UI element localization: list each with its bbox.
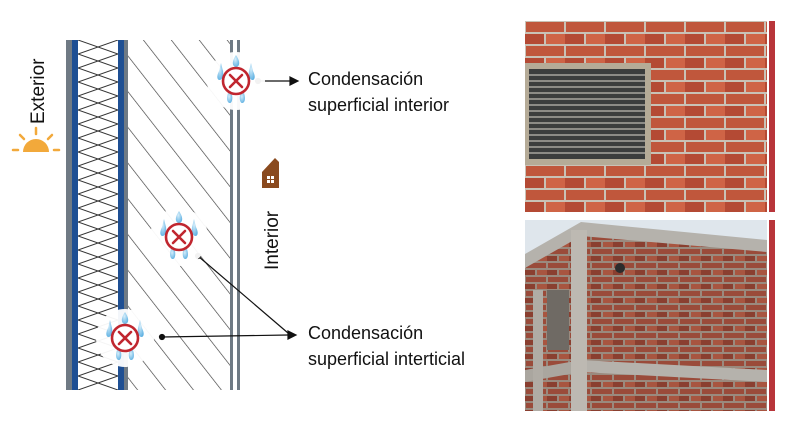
exterior-membrane	[72, 40, 78, 390]
wall-section-diagram	[11, 40, 300, 390]
exterior-cladding	[66, 40, 72, 390]
house-icon	[262, 158, 279, 188]
callout-line: superficial interticial	[308, 349, 466, 369]
callout-superficial-interior: Condensación superficial interior	[308, 66, 449, 118]
callout-line: superficial interior	[308, 95, 450, 115]
vapor-barrier	[118, 40, 124, 390]
callout-line: Condensación	[308, 69, 424, 89]
condensation-drop-icon	[207, 52, 265, 110]
accent-bar	[769, 220, 775, 411]
callout-line: Condensación	[308, 323, 424, 343]
condensation-drop-icon	[150, 208, 208, 266]
photo-brick-wall-vent	[525, 21, 767, 212]
interior-label: Interior	[262, 210, 283, 270]
accent-bar	[769, 21, 775, 212]
exterior-label: Exterior	[28, 58, 49, 124]
sun-icon	[11, 126, 61, 152]
callout-superficial-interticial: Condensación superficial interticial	[308, 320, 465, 372]
condensation-drop-icon	[96, 309, 154, 367]
photo-brick-building	[525, 220, 767, 411]
interior-finish	[230, 40, 233, 390]
